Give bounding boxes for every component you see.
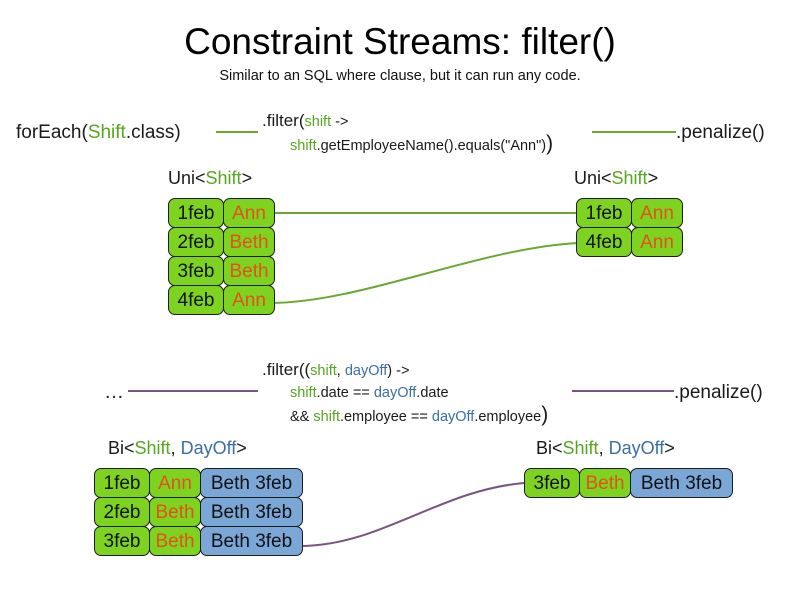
cell-date: 4feb bbox=[168, 285, 224, 315]
bi-output-header: Bi<Shift, DayOff> bbox=[536, 437, 675, 459]
cell-date: 3feb bbox=[94, 526, 150, 556]
cell-name: Ann bbox=[631, 198, 683, 228]
filter-bi-arrow: ) -> bbox=[387, 363, 410, 379]
cell-date: 3feb bbox=[524, 468, 580, 498]
filter-uni-expr: .getEmployeeName().equals("Ann") bbox=[316, 138, 547, 154]
penalize-label-uni: .penalize() bbox=[676, 122, 765, 143]
table-row[interactable]: 3feb Beth Beth 3feb bbox=[94, 526, 303, 556]
foreach-prefix: forEach( bbox=[16, 122, 88, 143]
bi-out-suffix: > bbox=[664, 438, 675, 458]
filter-bi-line3: && shift.employee == dayOff.employee) bbox=[262, 404, 548, 428]
filter-uni-line1: .filter(shift -> bbox=[262, 110, 553, 133]
bi-output-table: 3feb Beth Beth 3feb bbox=[524, 468, 733, 498]
filter-bi-l3-mid: .employee == bbox=[339, 409, 432, 425]
filter-code-bi: .filter((shift, dayOff) -> shift.date ==… bbox=[262, 359, 548, 428]
uni-out-prefix: Uni< bbox=[574, 168, 612, 188]
wire-bi-row3 bbox=[299, 482, 525, 547]
filter-uni-close: ) bbox=[546, 132, 554, 155]
cell-pair: Beth 3feb bbox=[630, 468, 733, 498]
filter-bi-param1: shift bbox=[310, 363, 337, 379]
cell-name: Beth bbox=[223, 227, 275, 257]
bi-out-type2: DayOff bbox=[608, 438, 665, 458]
filter-bi-l3-op: && bbox=[290, 409, 314, 425]
cell-date: 1feb bbox=[576, 198, 632, 228]
bi-out-prefix: Bi< bbox=[536, 438, 563, 458]
cell-date: 2feb bbox=[168, 227, 224, 257]
foreach-type: Shift bbox=[87, 122, 126, 143]
table-row[interactable]: 3feb Beth bbox=[168, 256, 275, 286]
cell-date: 3feb bbox=[168, 256, 224, 286]
cell-date: 2feb bbox=[94, 497, 150, 527]
penalize-label-bi: .penalize() bbox=[674, 382, 763, 403]
bi-input-table: 1feb Ann Beth 3feb 2feb Beth Beth 3feb 3… bbox=[94, 468, 303, 556]
filter-bi-line2: shift.date == dayOff.date bbox=[262, 382, 548, 404]
cell-date: 4feb bbox=[576, 227, 632, 257]
cell-name: Beth bbox=[149, 526, 201, 556]
table-row[interactable]: 2feb Beth bbox=[168, 227, 275, 257]
filter-uni-param: shift bbox=[304, 114, 332, 130]
ellipsis-label: … bbox=[104, 381, 124, 403]
table-row[interactable]: 1feb Ann bbox=[576, 198, 683, 228]
foreach-label: forEach(Shift.class) bbox=[16, 121, 181, 144]
bi-in-suffix: > bbox=[236, 438, 247, 458]
filter-bi-l2-mid: .date == bbox=[316, 385, 374, 401]
page-title: Constraint Streams: filter() bbox=[184, 21, 616, 62]
uni-input-table: 1feb Ann 2feb Beth 3feb Beth 4feb Ann bbox=[168, 198, 275, 315]
cell-name: Ann bbox=[631, 227, 683, 257]
uni-out-type: Shift bbox=[611, 168, 648, 188]
cell-name: Ann bbox=[149, 468, 201, 498]
cell-name: Beth bbox=[223, 256, 275, 286]
filter-bi-l3-end: .employee bbox=[474, 409, 542, 425]
filter-uni-var: shift bbox=[290, 138, 317, 154]
filter-bi-close: ) bbox=[541, 403, 549, 426]
filter-bi-line1: .filter((shift, dayOff) -> bbox=[262, 359, 548, 382]
page-subtitle: Similar to an SQL where clause, but it c… bbox=[219, 68, 581, 84]
filter-uni-open: .filter( bbox=[262, 111, 305, 130]
table-row[interactable]: 1feb Ann bbox=[168, 198, 275, 228]
filter-code-uni: .filter(shift -> shift.getEmployeeName()… bbox=[262, 110, 553, 157]
cell-name: Ann bbox=[223, 285, 275, 315]
bi-input-header: Bi<Shift, DayOff> bbox=[108, 437, 247, 459]
filter-bi-l3-var1: shift bbox=[313, 409, 340, 425]
uni-output-table: 1feb Ann 4feb Ann bbox=[576, 198, 683, 257]
foreach-suffix: .class) bbox=[125, 122, 181, 143]
uni-input-header: Uni<Shift> bbox=[168, 167, 252, 189]
uni-output-header: Uni<Shift> bbox=[574, 167, 658, 189]
filter-bi-param2: dayOff bbox=[344, 363, 388, 379]
bi-in-type2: DayOff bbox=[180, 438, 237, 458]
bi-out-comma: , bbox=[598, 438, 609, 458]
cell-pair: Beth 3feb bbox=[200, 526, 303, 556]
filter-uni-line2: shift.getEmployeeName().equals("Ann")) bbox=[262, 133, 553, 157]
filter-bi-l2-end: .date bbox=[416, 385, 449, 401]
filter-bi-l2-var1: shift bbox=[290, 385, 317, 401]
table-row[interactable]: 3feb Beth Beth 3feb bbox=[524, 468, 733, 498]
table-row[interactable]: 1feb Ann Beth 3feb bbox=[94, 468, 303, 498]
cell-date: 1feb bbox=[168, 198, 224, 228]
uni-out-suffix: > bbox=[647, 168, 659, 188]
table-row[interactable]: 2feb Beth Beth 3feb bbox=[94, 497, 303, 527]
cell-date: 1feb bbox=[94, 468, 150, 498]
cell-name: Beth bbox=[579, 468, 631, 498]
uni-in-type: Shift bbox=[205, 168, 242, 188]
bi-in-prefix: Bi< bbox=[108, 438, 135, 458]
cell-pair: Beth 3feb bbox=[200, 497, 303, 527]
wire-uni-row4 bbox=[269, 242, 579, 304]
table-row[interactable]: 4feb Ann bbox=[168, 285, 275, 315]
filter-bi-l2-var2: dayOff bbox=[373, 385, 417, 401]
filter-bi-open: .filter(( bbox=[262, 360, 311, 379]
bi-in-type1: Shift bbox=[134, 438, 171, 458]
bi-in-comma: , bbox=[170, 438, 181, 458]
filter-bi-l3-var2: dayOff bbox=[431, 409, 475, 425]
uni-in-suffix: > bbox=[241, 168, 253, 188]
uni-in-prefix: Uni< bbox=[168, 168, 206, 188]
cell-pair: Beth 3feb bbox=[200, 468, 303, 498]
bi-out-type1: Shift bbox=[562, 438, 599, 458]
table-row[interactable]: 4feb Ann bbox=[576, 227, 683, 257]
filter-uni-arrow: -> bbox=[331, 114, 349, 130]
cell-name: Beth bbox=[149, 497, 201, 527]
cell-name: Ann bbox=[223, 198, 275, 228]
filter-bi-comma: , bbox=[336, 363, 345, 379]
